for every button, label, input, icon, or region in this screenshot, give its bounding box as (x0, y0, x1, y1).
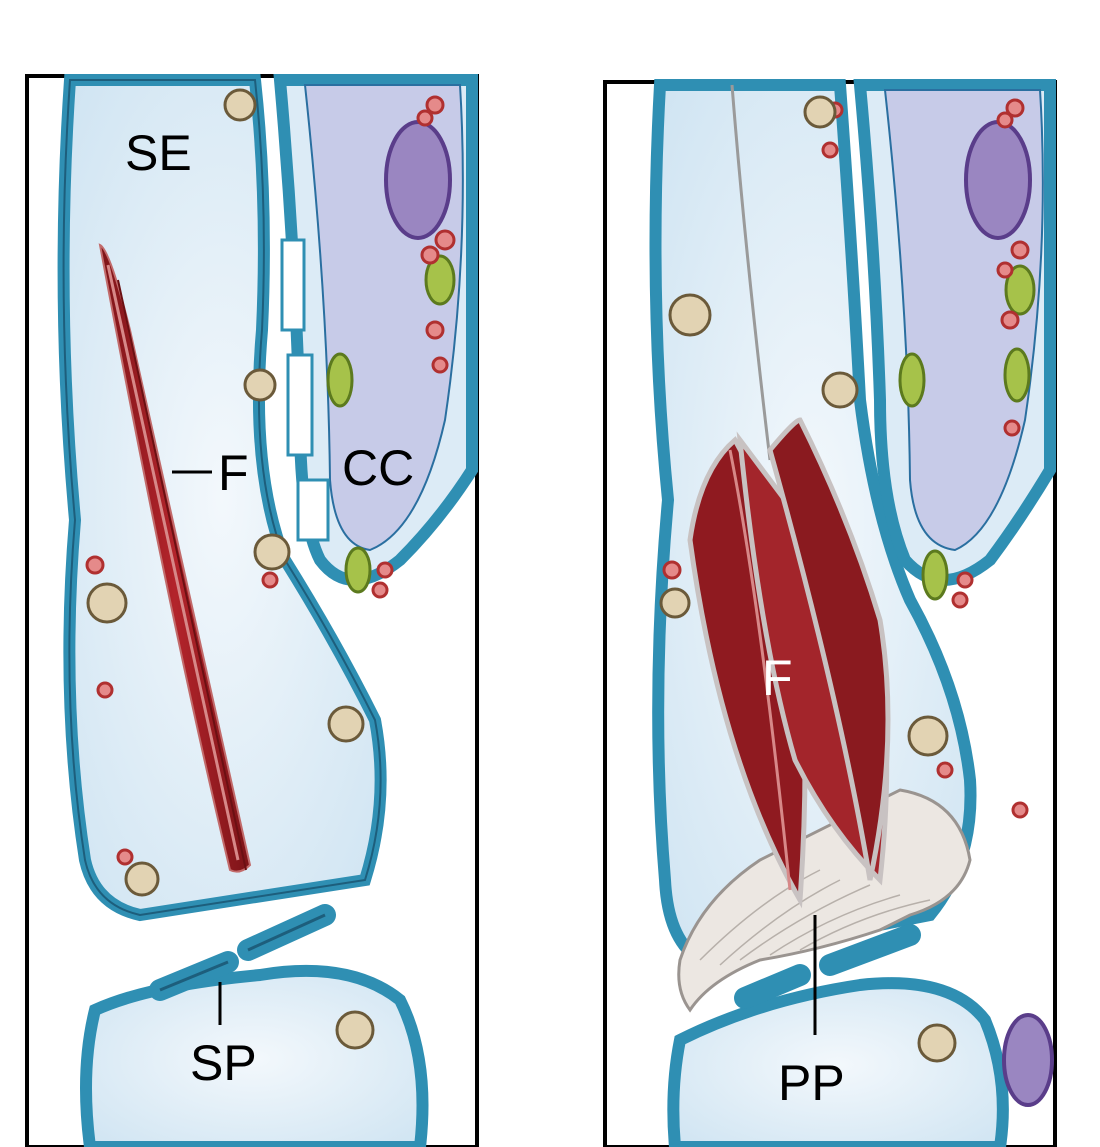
label-sieve-plate: SP (190, 1035, 257, 1091)
sieve-plate (149, 904, 336, 1001)
chloroplast (898, 352, 926, 408)
mitochondria-group (85, 95, 456, 866)
label-plugged-plate: PP (778, 1055, 845, 1111)
label-sieve-element: SE (125, 125, 192, 181)
left-panel: SE F CC SP (25, 74, 479, 1147)
lower-sieve-element (667, 977, 1009, 1147)
chloroplast (326, 352, 354, 408)
label-forisome: F (762, 650, 793, 706)
label-forisome: F (218, 445, 249, 501)
chloroplast (1004, 264, 1036, 316)
plug-fibers (699, 869, 931, 966)
chloroplast (344, 546, 372, 594)
chloroplast (921, 549, 949, 601)
right-panel: F PP (603, 79, 1057, 1147)
vesicles-group (659, 95, 957, 1063)
forisome-condensed (98, 243, 252, 873)
phloem-protein-plug (677, 788, 972, 1013)
forisome-dispersed (687, 417, 891, 909)
pore-plasmodesmata (280, 238, 330, 542)
nucleus (964, 120, 1032, 240)
nucleus (384, 120, 452, 240)
nucleus-lower (1002, 1013, 1054, 1107)
chloroplast (424, 254, 456, 306)
forisome-thread (730, 84, 772, 461)
vesicles-group (86, 88, 375, 1050)
chloroplast (1003, 347, 1031, 403)
label-companion-cell: CC (342, 440, 414, 496)
plugged-sieve-plate (734, 924, 921, 1009)
